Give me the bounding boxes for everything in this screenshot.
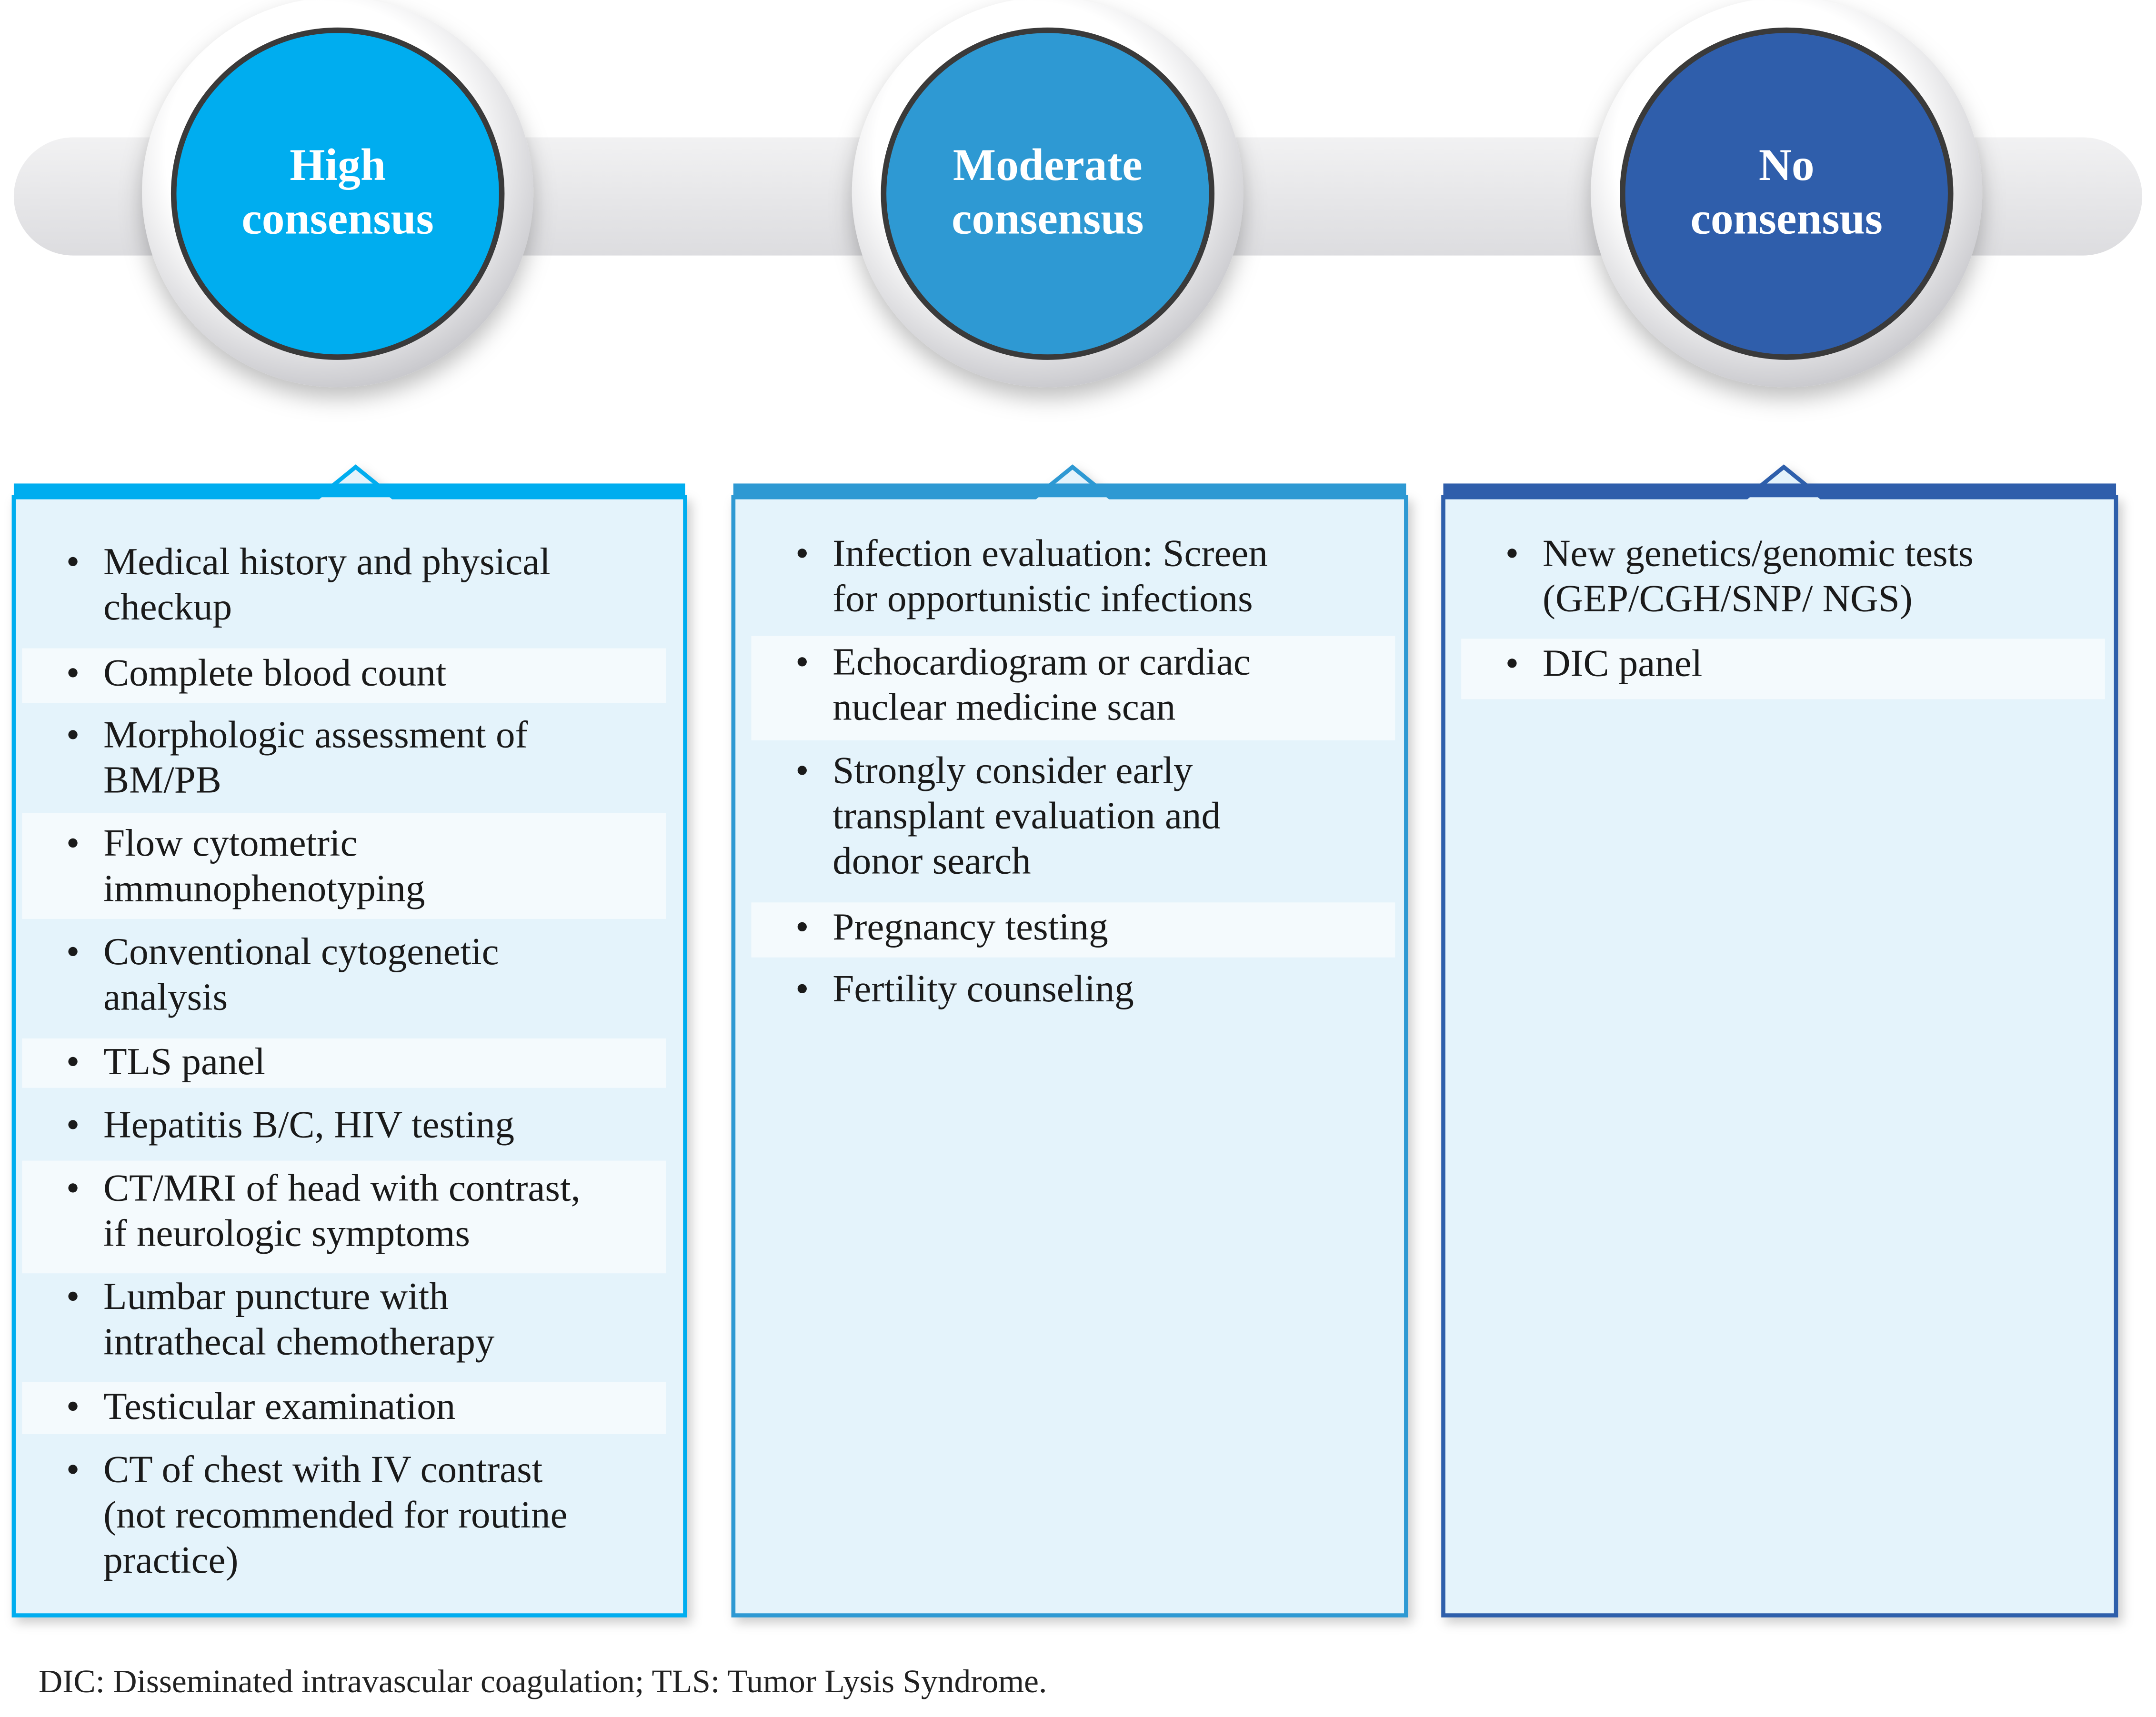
bullet-icon: •: [795, 906, 809, 949]
list-item: • New genetics/genomic tests (GEP/CGH/SN…: [1461, 531, 2105, 633]
bullet-icon: •: [66, 1168, 80, 1210]
list-item: • Conventional cytogenetic analysis: [22, 930, 666, 1033]
bullet-icon: •: [66, 1276, 80, 1319]
footnote: DIC: Disseminated intravascular coagulat…: [39, 1665, 1047, 1701]
list-item: • Hepatitis B/C, HIV testing: [22, 1103, 666, 1155]
bullet-icon: •: [66, 1041, 80, 1084]
list-item: • TLS panel: [22, 1038, 666, 1088]
list-item: • Infection evaluation: Screen for oppor…: [752, 531, 1395, 633]
list-item: • Medical history and physical checkup: [22, 540, 666, 643]
header-line-1: High: [290, 141, 386, 191]
list-item: • Morphologic assessment of BM/PB: [22, 713, 666, 812]
bullet-icon: •: [1505, 533, 1519, 576]
header-line-1: No: [1758, 141, 1815, 191]
header-moderate-consensus: Moderate consensus: [881, 27, 1215, 360]
bullet-icon: •: [795, 533, 809, 576]
header-no-consensus: No consensus: [1620, 27, 1954, 360]
header-high-consensus: High consensus: [170, 27, 505, 360]
bullet-icon: •: [66, 931, 80, 974]
bullet-icon: •: [66, 1449, 80, 1492]
list-item: • Testicular examination: [22, 1382, 666, 1434]
list-item: • Strongly consider early transplant eva…: [752, 749, 1395, 897]
header-line-2: consensus: [241, 195, 434, 245]
bullet-icon: •: [795, 641, 809, 684]
bullet-icon: •: [795, 750, 809, 793]
bullet-icon: •: [66, 1386, 80, 1429]
header-line-2: consensus: [1690, 195, 1883, 245]
bullet-icon: •: [66, 1104, 80, 1147]
header-line-1: Moderate: [953, 141, 1143, 191]
list-item: • Echocardiogram or cardiac nuclear medi…: [751, 636, 1395, 740]
list-item: • Pregnancy testing: [751, 902, 1395, 958]
list-item: • Flow cytometric immunophenotyping: [22, 813, 666, 919]
list-item: • CT/MRI of head with contrast, if neuro…: [22, 1160, 666, 1274]
bullet-icon: •: [1505, 643, 1519, 686]
bullet-icon: •: [795, 968, 809, 1011]
bullet-icon: •: [66, 652, 80, 695]
list-item: • Lumbar puncture with intrathecal chemo…: [22, 1275, 666, 1378]
bullet-icon: •: [66, 714, 80, 757]
list-item: • Fertility counseling: [752, 967, 1395, 1019]
list-item: • DIC panel: [1461, 639, 2105, 699]
list-item: • Complete blood count: [22, 648, 666, 704]
bullet-icon: •: [66, 822, 80, 866]
bullet-icon: •: [66, 541, 80, 584]
header-line-2: consensus: [952, 195, 1144, 245]
list-item: • CT of chest with IV contrast (not reco…: [22, 1448, 666, 1597]
